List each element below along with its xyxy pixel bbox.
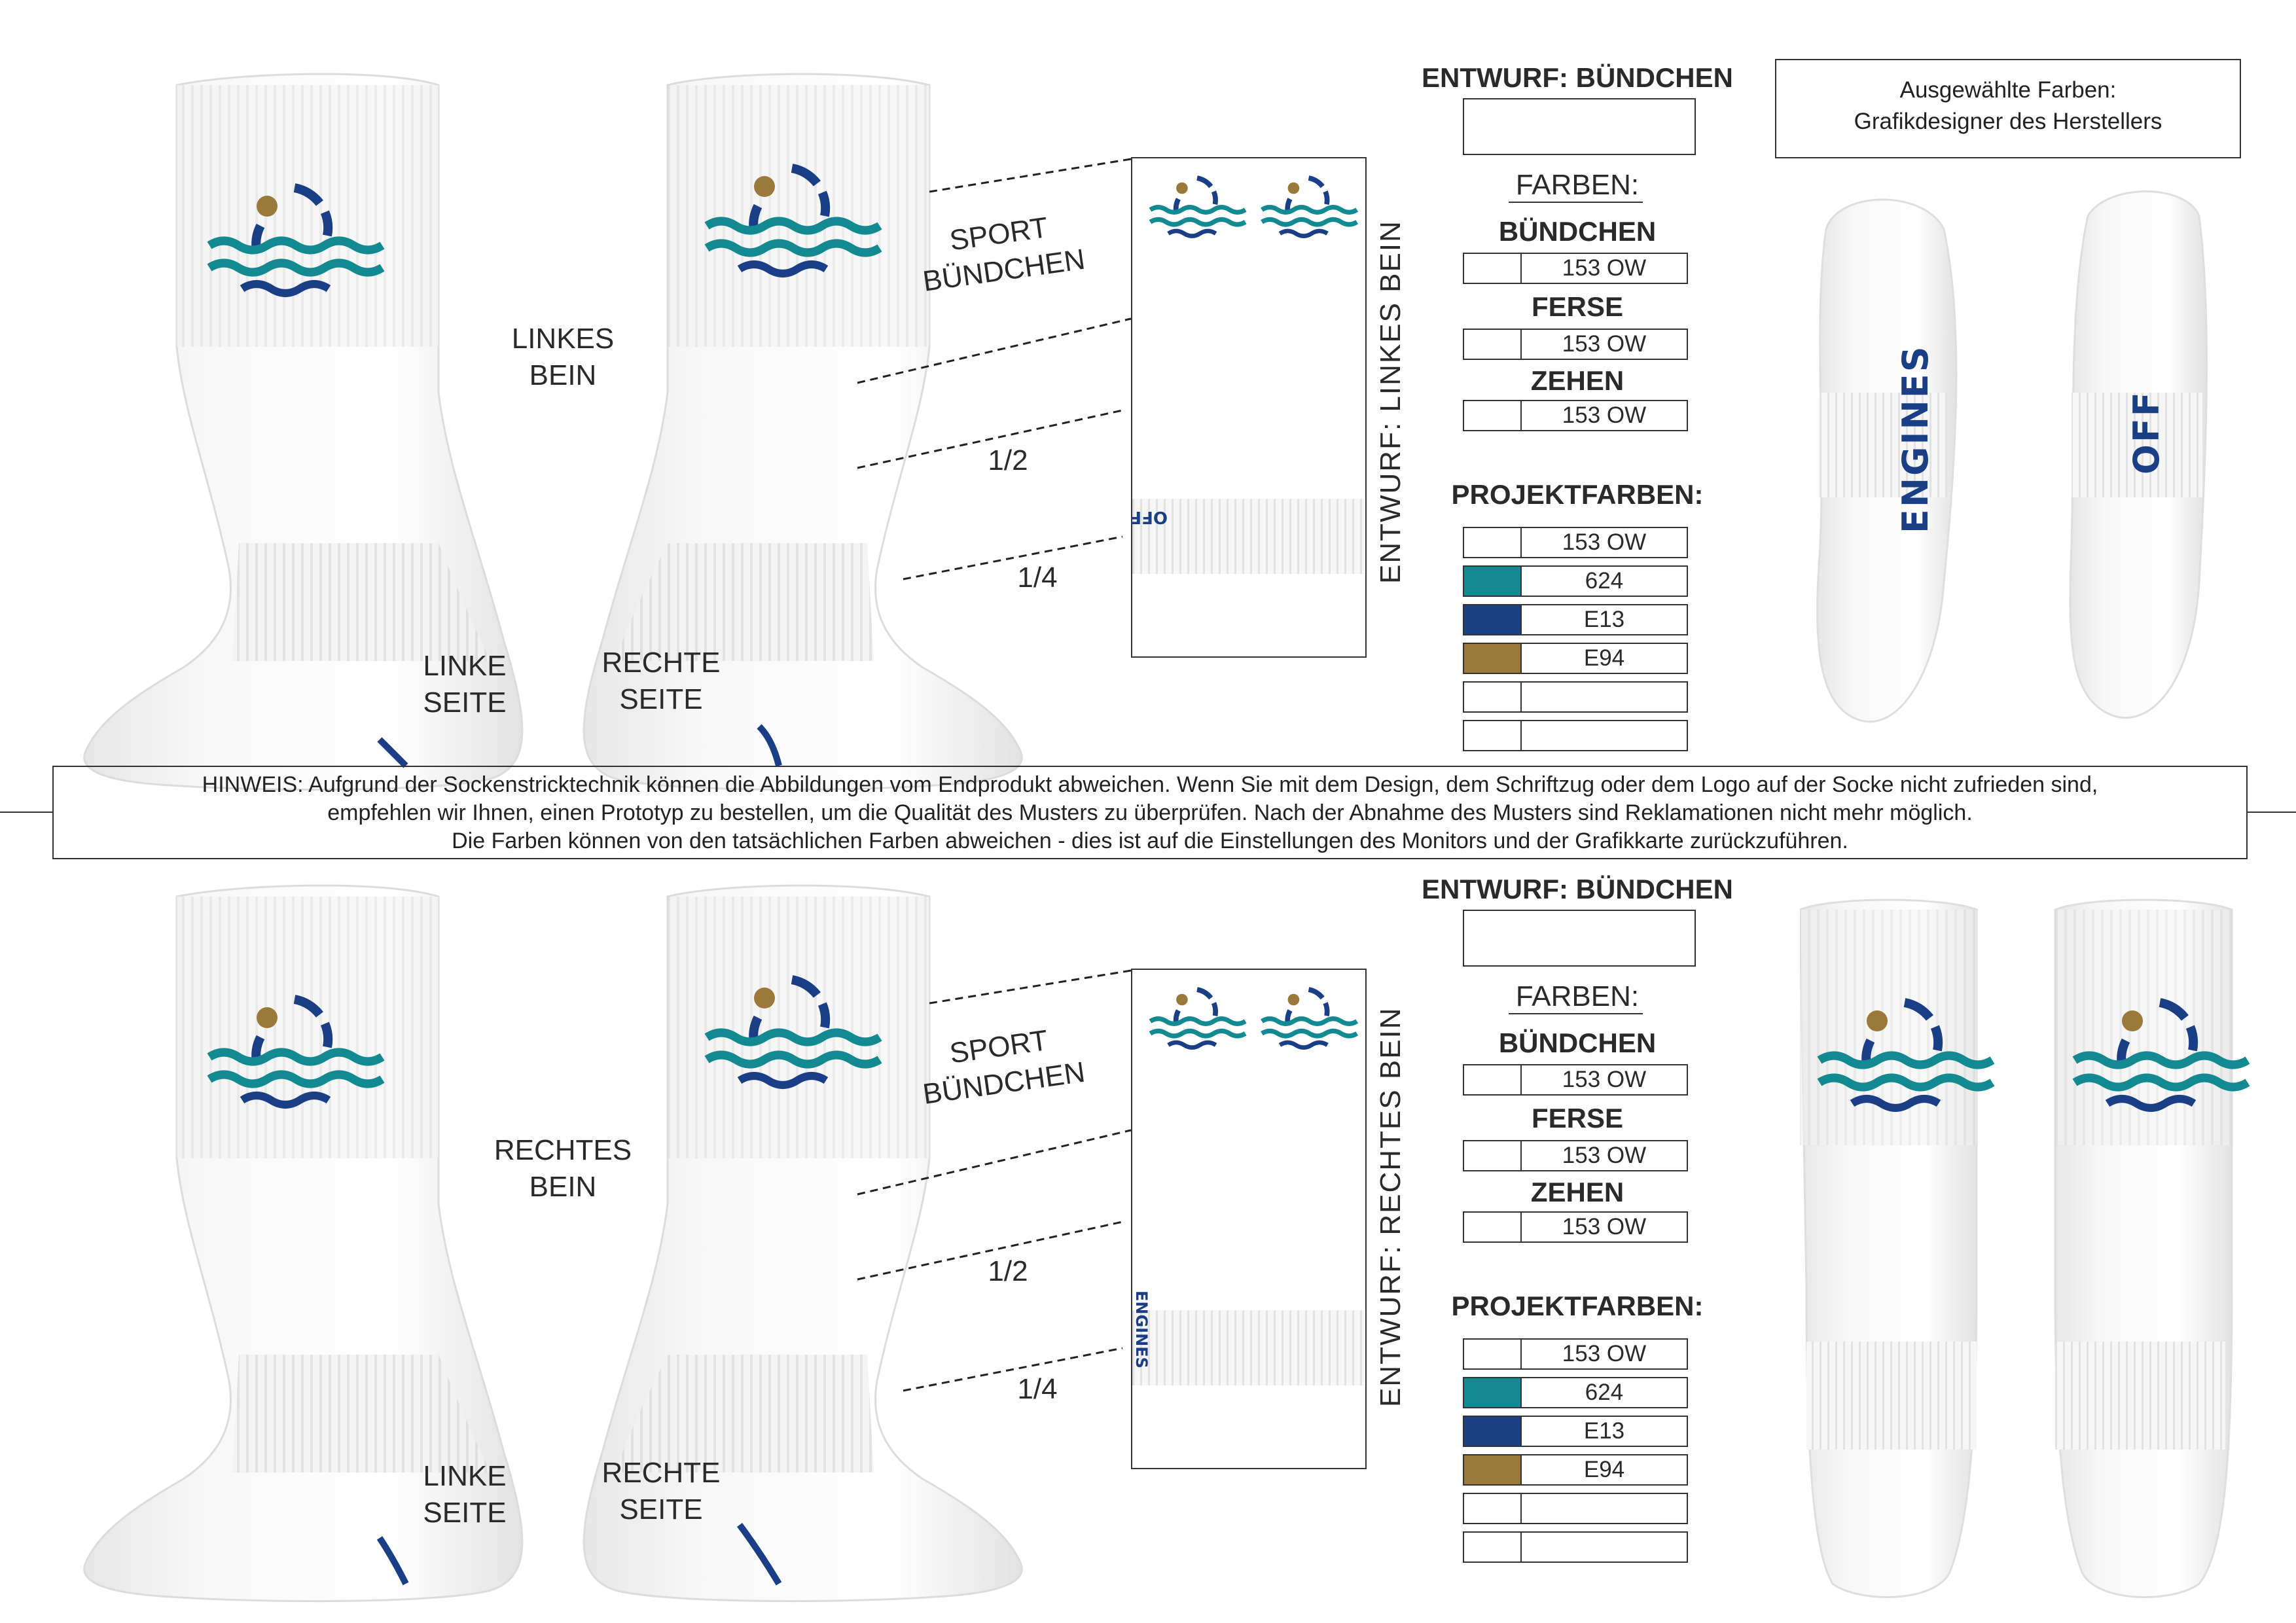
cuff-color-field[interactable]: 153 OW — [1463, 253, 1688, 284]
design-vertical-label: ENTWURF: RECHTES BEIN — [1374, 1007, 1407, 1407]
swatch — [1464, 1213, 1522, 1241]
project-color-row[interactable]: 624 — [1463, 565, 1688, 597]
project-color-row[interactable]: E94 — [1463, 643, 1688, 674]
swatch — [1464, 1378, 1522, 1407]
sole-word-off: OFF — [2126, 390, 2167, 474]
toe-header: ZEHEN — [1530, 1177, 1624, 1207]
sock-sole-view: ENGINES OFF — [1816, 190, 2208, 723]
half-label: 1/2 — [988, 444, 1028, 476]
swatch — [1464, 401, 1522, 430]
strip-off-text: OFF — [1130, 507, 1168, 527]
toe-color-field[interactable]: 153 OW — [1463, 400, 1688, 431]
cuff-header: BÜNDCHEN — [1498, 216, 1657, 247]
swatch — [1464, 567, 1522, 596]
heel-header: FERSE — [1531, 1103, 1624, 1133]
swatch — [1464, 683, 1522, 711]
selected-colors-box: Ausgewählte Farben:Grafikdesigner des He… — [1775, 59, 2241, 158]
design-cuff-header: ENTWURF: BÜNDCHEN — [1422, 62, 1733, 93]
project-colors-header: PROJEKTFARBEN: — [1451, 1291, 1704, 1321]
design-cuff-box — [1463, 98, 1696, 155]
swatch — [1464, 644, 1522, 673]
sock-right-view-top — [583, 73, 1023, 791]
cuff-color-field[interactable]: 153 OW — [1463, 1064, 1688, 1096]
swatch — [1464, 1417, 1522, 1446]
design-cuff-header: ENTWURF: BÜNDCHEN — [1422, 874, 1733, 904]
colors-header: FARBEN: — [1515, 169, 1640, 201]
project-color-row[interactable] — [1463, 1531, 1688, 1563]
design-cuff-box — [1463, 910, 1696, 967]
swatch — [1464, 1533, 1522, 1561]
notice-box: HINWEIS: Aufgrund der Sockenstricktechni… — [52, 766, 2248, 859]
project-color-row[interactable]: E94 — [1463, 1454, 1688, 1486]
strip-engines-text: ENGINES — [1132, 1291, 1151, 1368]
toe-color-field[interactable]: 153 OW — [1463, 1211, 1688, 1243]
swatch — [1464, 1340, 1522, 1368]
sock-left-view-top — [83, 73, 524, 791]
project-color-row[interactable] — [1463, 681, 1688, 713]
swatch — [1464, 605, 1522, 634]
colors-underline — [1509, 202, 1643, 203]
quarter-label: 1/4 — [1017, 1373, 1058, 1405]
divider — [2248, 812, 2296, 813]
swatch — [1464, 1141, 1522, 1170]
design-strip: OFF — [1130, 157, 1367, 658]
toe-header: ZEHEN — [1530, 365, 1624, 396]
project-color-row[interactable]: 153 OW — [1463, 1338, 1688, 1370]
project-colors-header: PROJEKTFARBEN: — [1451, 479, 1704, 510]
sock-pair-front-view — [1780, 897, 2251, 1610]
swatch — [1464, 1494, 1522, 1523]
sole-word-engines: ENGINES — [1895, 345, 1936, 533]
quarter-label: 1/4 — [1017, 562, 1058, 594]
divider — [0, 812, 52, 813]
project-color-row[interactable]: 624 — [1463, 1377, 1688, 1408]
project-color-row[interactable]: 153 OW — [1463, 527, 1688, 558]
cuff-header: BÜNDCHEN — [1498, 1027, 1657, 1058]
sock-right-view-bottom — [583, 884, 1023, 1603]
swatch — [1464, 528, 1522, 557]
project-color-row[interactable] — [1463, 1493, 1688, 1524]
project-color-row[interactable] — [1463, 720, 1688, 751]
heel-header: FERSE — [1531, 291, 1624, 322]
swatch — [1464, 330, 1522, 359]
swatch — [1464, 254, 1522, 283]
heel-color-field[interactable]: 153 OW — [1463, 329, 1688, 360]
project-color-row[interactable]: E13 — [1463, 1416, 1688, 1447]
heel-color-field[interactable]: 153 OW — [1463, 1140, 1688, 1171]
swatch — [1464, 1065, 1522, 1094]
sock-left-view-bottom — [83, 884, 524, 1603]
project-color-row[interactable]: E13 — [1463, 604, 1688, 635]
half-label: 1/2 — [988, 1255, 1028, 1287]
swatch — [1464, 721, 1522, 750]
design-strip: ENGINES — [1131, 969, 1367, 1469]
swatch — [1464, 1455, 1522, 1484]
colors-underline — [1509, 1013, 1643, 1014]
colors-header: FARBEN: — [1515, 980, 1640, 1012]
